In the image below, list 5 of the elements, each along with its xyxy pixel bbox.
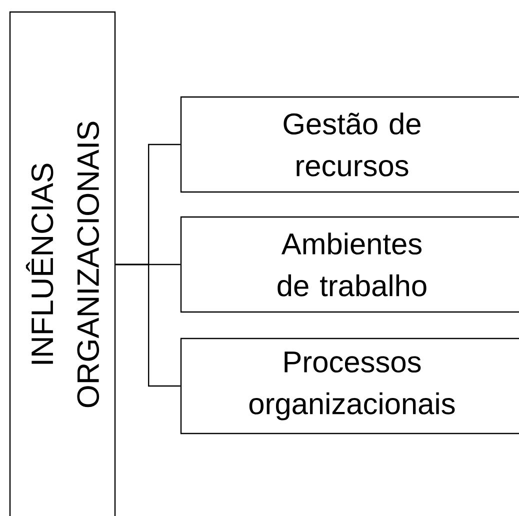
connector-line [116,264,180,387]
category-box: Processos organizacionais [180,338,519,434]
category-box: Ambientes de trabalho [180,216,519,313]
category-box: Gestão de recursos [180,96,519,193]
organizational-influences-box: INFLUÊNCIAS ORGANIZACIONAIS [9,11,116,516]
